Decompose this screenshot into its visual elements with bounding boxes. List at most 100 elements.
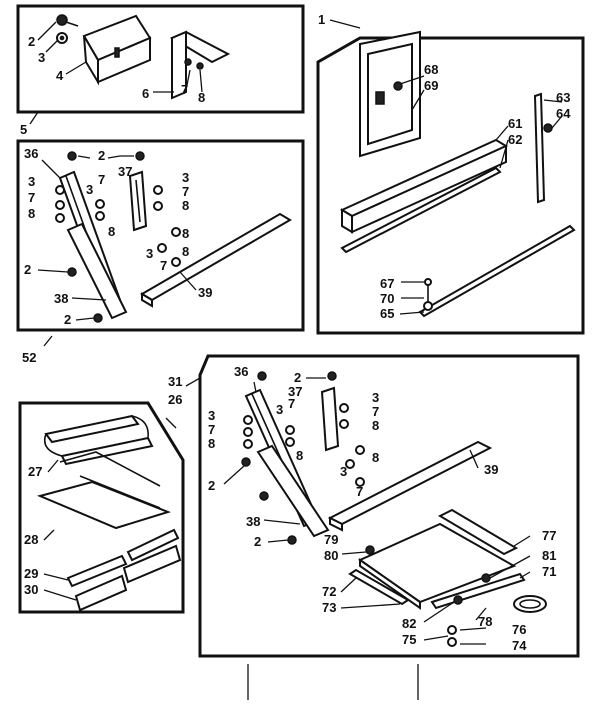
strap-part-37-lower [320, 386, 340, 452]
callout-8-j: 8 [372, 450, 379, 465]
callout-6: 6 [142, 86, 149, 101]
window-frame-panel-border [316, 36, 585, 335]
seal-part-30 [74, 544, 182, 612]
callout-2-c: 2 [24, 262, 31, 277]
panel-part-28 [36, 451, 172, 530]
callout-74: 74 [512, 638, 527, 653]
callout-39-b: 39 [484, 462, 498, 477]
callout-52: 52 [22, 350, 36, 365]
callout-73: 73 [322, 600, 336, 615]
callout-82: 82 [402, 616, 416, 631]
callout-31: 31 [168, 374, 182, 389]
callout-3-b: 3 [28, 174, 35, 189]
callout-2-g: 2 [254, 534, 261, 549]
callout-labels: 1 2 3 4 6 7 8 5 68 69 63 64 61 62 67 70 … [20, 12, 571, 653]
support-part-77 [437, 508, 519, 556]
washer-part-3-top [56, 32, 68, 44]
channel-part-39-lower [327, 440, 493, 532]
callout-8-a: 8 [198, 90, 205, 105]
support-part-63 [533, 92, 553, 204]
top-left-panel-border [16, 4, 305, 114]
callout-7-e: 7 [160, 258, 167, 273]
callout-8-g: 8 [208, 436, 215, 451]
callout-30: 30 [24, 582, 38, 597]
callout-2-a: 2 [28, 34, 35, 49]
callout-80: 80 [324, 548, 338, 563]
callout-3-h: 3 [372, 390, 379, 405]
callout-38-a: 38 [54, 291, 68, 306]
callout-36-b: 36 [234, 364, 248, 379]
callout-72: 72 [322, 584, 336, 599]
callout-63: 63 [556, 90, 570, 105]
coil-part-78 [513, 595, 547, 613]
left-bracket-panel-border [16, 139, 305, 332]
seal-kit-panel-border [18, 401, 185, 614]
callout-3-g: 3 [276, 402, 283, 417]
callout-37-a: 37 [118, 164, 132, 179]
callout-37-b: 37 [288, 384, 302, 399]
hardware-set-left [55, 151, 181, 323]
callout-1: 1 [318, 12, 325, 27]
callout-8-i: 8 [372, 418, 379, 433]
callout-71: 71 [542, 564, 556, 579]
callout-7-h: 7 [372, 404, 379, 419]
callout-36-a: 36 [24, 146, 38, 161]
callout-8-b: 8 [28, 206, 35, 221]
lower-bracket-panel-border [198, 354, 580, 658]
foam-part-27 [43, 414, 154, 466]
rail-part-62 [340, 166, 502, 254]
callout-3-i: 3 [340, 464, 347, 479]
callout-2-f: 2 [208, 478, 215, 493]
callout-78: 78 [478, 614, 492, 629]
callout-68: 68 [424, 62, 438, 77]
callout-64: 64 [556, 106, 571, 121]
callout-81: 81 [542, 548, 556, 563]
bracket-part-38-lower [256, 444, 330, 538]
channel-part-39 [140, 212, 292, 308]
callout-69: 69 [424, 78, 438, 93]
callout-7-a: 7 [181, 82, 188, 97]
callout-65: 65 [380, 306, 394, 321]
callout-8-e: 8 [182, 226, 189, 241]
callout-27: 27 [28, 464, 42, 479]
callout-79: 79 [324, 532, 338, 547]
callout-26: 26 [168, 392, 182, 407]
bottom-tick-marks [247, 664, 419, 700]
callout-3-f: 3 [208, 408, 215, 423]
callout-8-c: 8 [108, 224, 115, 239]
callout-39-a: 39 [198, 285, 212, 300]
callout-67: 67 [380, 276, 394, 291]
callout-8-f: 8 [182, 244, 189, 259]
callout-7-g: 7 [288, 396, 295, 411]
callout-4: 4 [56, 68, 64, 83]
seal-part-29 [66, 528, 180, 588]
callout-8-h: 8 [296, 448, 303, 463]
callout-38-b: 38 [246, 514, 260, 529]
callout-3-e: 3 [146, 246, 153, 261]
leader-lines [29, 19, 563, 645]
callout-62: 62 [508, 132, 522, 147]
callout-7-b: 7 [28, 190, 35, 205]
callout-77: 77 [542, 528, 556, 543]
callout-7-f: 7 [208, 422, 215, 437]
bracket-part-38 [66, 222, 128, 320]
callout-7-c: 7 [98, 172, 105, 187]
callout-7-d: 7 [182, 184, 189, 199]
window-frame-part-68 [359, 30, 421, 158]
callout-2-b: 2 [98, 148, 105, 163]
screw-part-67 [423, 278, 433, 311]
callout-3-c: 3 [86, 182, 93, 197]
callout-70: 70 [380, 291, 394, 306]
callout-5: 5 [20, 122, 27, 137]
bar-part-72 [348, 568, 410, 606]
callout-29: 29 [24, 566, 38, 581]
callout-2-d: 2 [64, 312, 71, 327]
strap-part-37 [128, 170, 148, 232]
callout-61: 61 [508, 116, 522, 131]
callout-3-d: 3 [182, 170, 189, 185]
cover-part-4 [82, 14, 152, 86]
bracket-part-6 [169, 30, 231, 100]
callout-3-a: 3 [38, 50, 45, 65]
callout-76: 76 [512, 622, 526, 637]
